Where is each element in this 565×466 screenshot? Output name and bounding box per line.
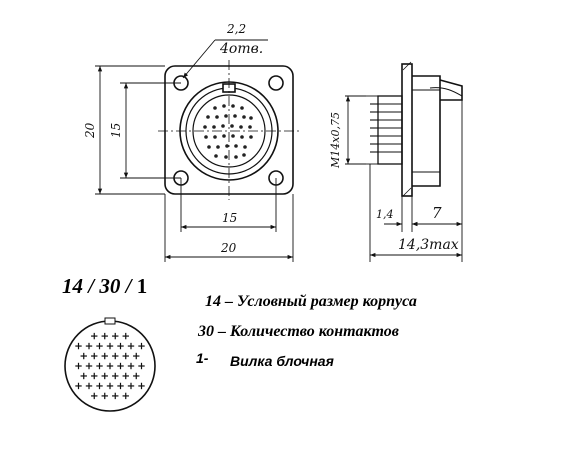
- contact-pin: [127, 342, 135, 350]
- contact-pin: [96, 362, 103, 370]
- designation-size: 14: [62, 274, 83, 298]
- contact-pin: [101, 372, 108, 380]
- contact-pin: [127, 382, 135, 390]
- legend-variant-num: 1-: [196, 350, 209, 366]
- contact-pin: [117, 382, 124, 390]
- contact-pin: [80, 372, 87, 380]
- contact-pin: [112, 392, 119, 400]
- mount-hole-tr: [268, 75, 284, 91]
- contact-pin: [117, 362, 124, 370]
- side-flange: [401, 63, 413, 197]
- legend-contacts-text: Количество контактов: [230, 323, 399, 340]
- dim-hole-diameter: 2,2: [226, 22, 246, 36]
- legend-item-size: 14 – Условный размер корпуса: [205, 293, 417, 311]
- dim-max-length: 14,3max: [398, 237, 459, 253]
- contact-pin: [96, 382, 103, 390]
- front-dimensions: [95, 39, 294, 262]
- designation-sep-1: /: [83, 274, 100, 298]
- dim-body-length: 7: [432, 204, 442, 222]
- designation-sep-2: /: [120, 274, 137, 298]
- contact-pins: [75, 332, 145, 400]
- contact-pin: [106, 382, 114, 390]
- legend-item-contacts: 30 – Количество контактов: [198, 323, 399, 341]
- contact-pin: [75, 382, 82, 390]
- dim-front-height: 20: [83, 122, 97, 139]
- legend-variant-text: Вилка блочная: [230, 353, 334, 369]
- contact-pin: [101, 332, 108, 340]
- contact-pin: [112, 352, 119, 360]
- contact-pin: [75, 362, 82, 370]
- contact-layout: [64, 317, 156, 412]
- designation-variant: 1: [136, 274, 148, 298]
- contact-pin: [117, 342, 124, 350]
- dim-thread: M14x0,75: [329, 112, 342, 169]
- contact-pin: [85, 362, 93, 370]
- contact-pin: [96, 342, 103, 350]
- contact-pin: [138, 342, 145, 350]
- front-contact-field: [203, 104, 253, 159]
- contact-pin: [91, 392, 98, 400]
- dim-front-hole-spacing-v: 15: [109, 123, 123, 138]
- contact-pin: [80, 352, 87, 360]
- contact-pin: [133, 372, 140, 380]
- contact-pin: [138, 382, 145, 390]
- contact-pin: [112, 372, 119, 380]
- contact-pin: [122, 352, 129, 360]
- contact-pin: [91, 332, 98, 340]
- front-insert: [192, 94, 266, 168]
- contact-pin: [127, 362, 135, 370]
- dim-holes-count: 4отв.: [219, 41, 263, 57]
- contact-pin: [101, 352, 108, 360]
- contact-pin: [122, 372, 129, 380]
- dim-front-hole-spacing-h: 15: [222, 211, 237, 225]
- contact-layout-key: [104, 317, 116, 325]
- contact-pin: [106, 362, 114, 370]
- designation-contacts: 30: [99, 274, 121, 298]
- contact-pin: [122, 332, 129, 340]
- contact-pin: [91, 352, 98, 360]
- legend-contacts-num: 30: [198, 323, 214, 340]
- dim-flange-thickness: 1,4: [376, 208, 394, 221]
- contact-pin: [112, 332, 119, 340]
- designation-code: 14 / 30 / 1: [62, 274, 147, 299]
- contact-pin: [133, 352, 140, 360]
- front-view: [158, 60, 300, 200]
- contact-pin: [101, 392, 108, 400]
- contact-pin: [106, 342, 114, 350]
- contact-pin: [85, 382, 93, 390]
- contact-pin: [91, 372, 98, 380]
- side-dimensions: [345, 95, 463, 262]
- side-view: [370, 61, 463, 197]
- contact-pin: [138, 362, 145, 370]
- dim-front-width: 20: [220, 241, 237, 255]
- contact-pin: [122, 392, 129, 400]
- legend-size-num: 14: [205, 293, 221, 310]
- contact-pin: [75, 342, 82, 350]
- legend-size-text: Условный размер корпуса: [237, 293, 417, 310]
- contact-pin: [85, 342, 93, 350]
- legend-size-dash: –: [221, 293, 237, 310]
- legend-contacts-dash: –: [214, 323, 230, 340]
